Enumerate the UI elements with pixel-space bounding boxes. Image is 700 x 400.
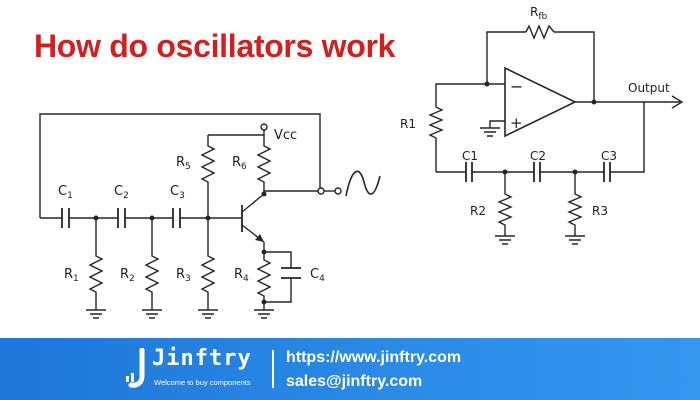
npn-transistor <box>241 193 265 243</box>
resistor-r2 <box>142 218 162 319</box>
capacitor-c3 <box>603 162 611 182</box>
opamp-minus-label: − <box>510 77 523 96</box>
capacitor-c4 <box>264 251 301 303</box>
resistor-r1-label: R1 <box>64 267 79 284</box>
resistor-r1-label: R1 <box>400 117 416 131</box>
resistor-rfb <box>525 24 555 40</box>
oscillator-schematics: C1 C2 C3 R1 R2 R3 Vcc R5 <box>39 5 684 319</box>
capacitor-c1 <box>61 208 70 228</box>
output-label: Output <box>628 81 670 95</box>
capacitor-c2 <box>117 208 126 228</box>
resistor-r3 <box>565 172 585 245</box>
resistor-r5-label: R5 <box>176 155 191 172</box>
output-arrow-icon <box>671 95 684 109</box>
brand-logo: Jinftry Welcome to buy components <box>126 346 256 392</box>
sine-wave-icon <box>345 170 381 197</box>
resistor-r2-label: R2 <box>120 267 135 284</box>
resistor-r3-label: R3 <box>592 204 608 218</box>
vcc-label: Vcc <box>274 128 297 143</box>
resistor-r6 <box>256 135 272 194</box>
feedback-wire <box>486 31 595 102</box>
resistor-r2-label: R2 <box>470 204 486 218</box>
capacitor-c2-label: C2 <box>530 149 546 163</box>
email-link[interactable]: sales@jinftry.com <box>286 373 423 390</box>
opamp-symbol <box>504 66 577 138</box>
capacitor-c1-label: C1 <box>462 149 478 163</box>
opamp-phase-shift-oscillator: Rfb − + Output R1 C1 C2 <box>400 5 684 245</box>
ground-icon <box>480 127 500 137</box>
bjt-phase-shift-oscillator: C1 C2 C3 R1 R2 R3 Vcc R5 <box>39 113 381 319</box>
capacitor-c3 <box>172 208 181 228</box>
footer-banner: Jinftry Welcome to buy components https:… <box>0 338 700 400</box>
resistor-r1 <box>428 102 444 172</box>
jinftry-logo-icon <box>126 348 145 388</box>
vcc-terminal <box>260 123 268 131</box>
opamp-plus-label: + <box>510 114 523 132</box>
website-link[interactable]: https://www.jinftry.com <box>286 349 462 366</box>
resistor-r3-label: R3 <box>176 267 191 284</box>
resistor-r3 <box>198 218 218 319</box>
resistor-r6-label: R6 <box>232 155 247 172</box>
capacitor-c1-label: C1 <box>58 184 73 201</box>
resistor-r4-label: R4 <box>234 267 249 284</box>
capacitor-c2 <box>533 162 541 182</box>
footer-divider <box>272 350 274 388</box>
junction-dot <box>591 99 597 105</box>
feedback-wire <box>39 113 321 218</box>
page-title: How do oscillators work <box>34 28 396 64</box>
capacitor-c3-label: C3 <box>601 149 617 163</box>
output-terminal <box>334 187 342 195</box>
resistor-r5 <box>200 135 216 218</box>
resistor-rfb-label: Rfb <box>530 5 548 22</box>
junction-dot <box>484 81 490 87</box>
resistor-r2 <box>495 172 515 245</box>
brand-tagline: Welcome to buy components <box>154 378 251 387</box>
capacitor-c3-label: C3 <box>170 184 185 201</box>
capacitor-c4-label: C4 <box>310 267 325 284</box>
brand-name: Jinftry <box>152 346 252 371</box>
output-terminal <box>317 187 325 195</box>
resistor-r1 <box>86 218 106 319</box>
capacitor-c1 <box>465 162 473 182</box>
capacitor-c2-label: C2 <box>114 184 129 201</box>
resistor-r4 <box>254 252 274 319</box>
